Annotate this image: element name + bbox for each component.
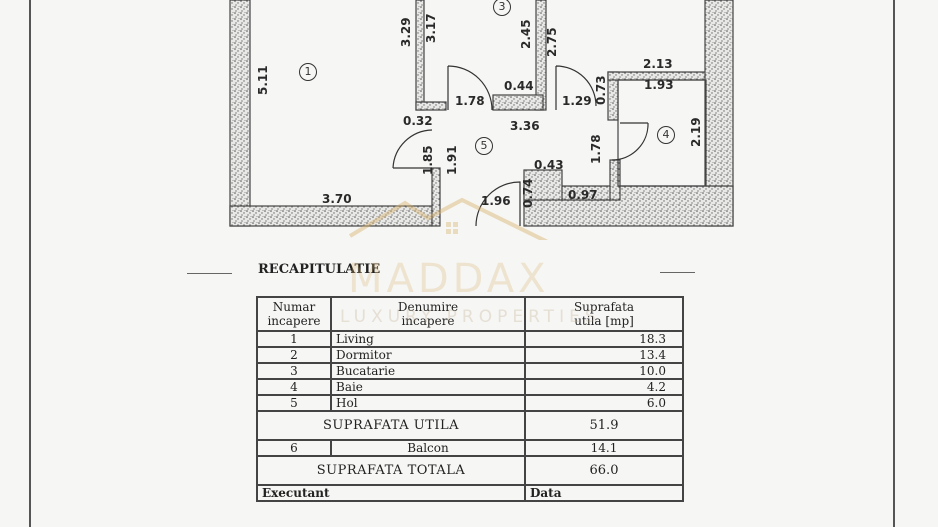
dimension-label: 5.11 — [256, 65, 270, 95]
total-area-label: SUPRAFATA TOTALA — [256, 455, 526, 486]
executant-label: Executant — [256, 484, 526, 502]
dimension-label: 1.93 — [644, 78, 674, 92]
room-number-cell: 2 — [256, 346, 332, 364]
room-name-cell: Balcon — [330, 439, 526, 457]
dimension-label: 0.97 — [568, 188, 598, 202]
dimension-label: 1.85 — [421, 145, 435, 175]
dimension-label: 1.96 — [481, 194, 511, 208]
date-label: Data — [524, 484, 684, 502]
room-area-cell: 18.3 — [524, 330, 684, 348]
balcony-row: 6 Balcon 14.1 — [256, 439, 684, 457]
dimension-label: 3.29 — [399, 17, 413, 47]
table-row: 4 Baie 4.2 — [256, 378, 684, 396]
room-area-cell: 10.0 — [524, 362, 684, 380]
dimension-label: 0.44 — [504, 79, 534, 93]
table-row: 2 Dormitor 13.4 — [256, 346, 684, 364]
margin-tick-left — [187, 273, 232, 274]
dimension-label: 1.78 — [455, 94, 485, 108]
recap-title: RECAPITULATIE — [258, 262, 381, 277]
dimension-label: 3.36 — [510, 119, 540, 133]
dimension-label: 1.91 — [445, 145, 459, 175]
dimension-label: 2.19 — [689, 117, 703, 147]
page-right-border — [893, 0, 895, 527]
room-name-cell: Bucatarie — [330, 362, 526, 380]
dimension-label: 3.70 — [322, 192, 352, 206]
room-name-cell: Dormitor — [330, 346, 526, 364]
room-number-cell: 1 — [256, 330, 332, 348]
dimension-label: 0.32 — [403, 114, 433, 128]
dimension-label: 0.73 — [594, 75, 608, 105]
room-name-cell: Baie — [330, 378, 526, 396]
dimension-label: 2.45 — [519, 19, 533, 49]
table-row: 3 Bucatarie 10.0 — [256, 362, 684, 380]
margin-tick-right — [660, 272, 695, 273]
dimension-label: 0.43 — [534, 158, 564, 172]
room-number-cell: 5 — [256, 394, 332, 412]
room-area-cell: 14.1 — [524, 439, 684, 457]
room-number-1: 1 — [299, 63, 317, 81]
room-area-cell: 6.0 — [524, 394, 684, 412]
room-number-cell: 4 — [256, 378, 332, 396]
useful-area-value: 51.9 — [524, 410, 684, 441]
total-area-row: SUPRAFATA TOTALA 66.0 — [256, 455, 684, 486]
total-area-value: 66.0 — [524, 455, 684, 486]
dimension-label: 3.17 — [424, 13, 438, 43]
room-area-cell: 4.2 — [524, 378, 684, 396]
signature-row: Executant Data — [256, 484, 684, 502]
room-area-cell: 13.4 — [524, 346, 684, 364]
room-number-5: 5 — [475, 137, 493, 155]
dimension-label: 2.13 — [643, 57, 673, 71]
useful-area-total-row: SUPRAFATA UTILA 51.9 — [256, 410, 684, 441]
room-number-cell: 6 — [256, 439, 332, 457]
table-row: 1 Living 18.3 — [256, 330, 684, 348]
page-left-border — [29, 0, 31, 527]
floor-plan-drawing — [229, 0, 734, 240]
useful-area-label: SUPRAFATA UTILA — [256, 410, 526, 441]
room-number-3: 3 — [493, 0, 511, 16]
dimension-label: 1.29 — [562, 94, 592, 108]
dimension-label: 1.78 — [589, 134, 603, 164]
room-name-cell: Living — [330, 330, 526, 348]
dimension-label: 2.75 — [545, 27, 559, 57]
table-row: 5 Hol 6.0 — [256, 394, 684, 412]
dimension-label: 0.74 — [521, 178, 535, 208]
room-name-cell: Hol — [330, 394, 526, 412]
room-number-4: 4 — [657, 126, 675, 144]
room-number-cell: 3 — [256, 362, 332, 380]
